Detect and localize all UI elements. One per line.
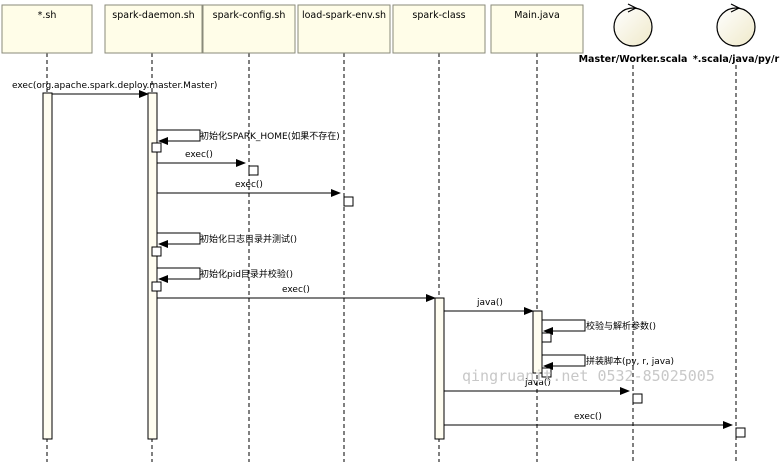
participant-label: *.scala/java/py/r: [693, 54, 780, 65]
self-message-arrow[interactable]: [157, 232, 201, 248]
message-label: 初始化日志目录并测试(): [200, 233, 297, 245]
participant-label: load-spark-env.sh: [302, 10, 386, 21]
activation-bar-class[interactable]: [434, 297, 445, 440]
message-label: exec(): [574, 412, 602, 422]
message-label: 校验与解析参数(): [586, 320, 656, 332]
message-1[interactable]: exec(org.apache.spark.deploy.master.Mast…: [12, 81, 217, 98]
message-label: 初始化pid目录并校验(): [200, 268, 293, 280]
participant-label: spark-config.sh: [213, 10, 286, 21]
participant-daemon[interactable]: spark-daemon.sh: [104, 4, 203, 54]
message-label: exec(org.apache.spark.deploy.master.Mast…: [12, 81, 217, 91]
participant-label: Master/Worker.scala: [579, 54, 688, 65]
message-9[interactable]: 校验与解析参数(): [542, 319, 656, 335]
participant-master[interactable]: Master/Worker.scala: [579, 3, 688, 65]
participant-box-class[interactable]: [392, 4, 486, 54]
participant-other[interactable]: *.scala/java/py/r: [693, 3, 780, 65]
message-3[interactable]: exec(): [157, 150, 246, 167]
participant-main[interactable]: Main.java: [490, 4, 584, 54]
message-label: 拼装脚本(py, r, java): [586, 355, 674, 367]
participants-layer: *.sh spark-daemon.sh spark-config.sh load-s…: [1, 3, 780, 65]
self-message-arrow[interactable]: [157, 129, 201, 145]
activation-box[interactable]: [151, 281, 162, 292]
message-2[interactable]: 初始化SPARK_HOME(如果不存在): [157, 129, 340, 145]
participant-config[interactable]: spark-config.sh: [202, 4, 296, 54]
message-label: java(): [524, 378, 551, 388]
message-7[interactable]: exec(): [157, 285, 436, 302]
message-label: exec(): [282, 285, 310, 295]
participant-class[interactable]: spark-class: [392, 4, 486, 54]
participant-label: spark-class: [412, 10, 465, 21]
message-8[interactable]: java(): [444, 298, 534, 315]
participant-label: *.sh: [38, 10, 57, 21]
messages-layer: exec(org.apache.spark.deploy.master.Mast…: [12, 81, 733, 429]
participant-box-main[interactable]: [490, 4, 584, 54]
message-10[interactable]: 拼装脚本(py, r, java): [542, 354, 674, 370]
control-arrow-icon: [730, 3, 741, 13]
message-label: java(): [476, 298, 503, 308]
activation-bar-daemon[interactable]: [147, 92, 158, 440]
activation-box[interactable]: [343, 196, 354, 207]
activation-box[interactable]: [632, 393, 643, 404]
participant-box-config[interactable]: [202, 4, 296, 54]
participant-label: spark-daemon.sh: [112, 10, 194, 21]
message-11[interactable]: java(): [444, 378, 630, 395]
self-message-arrow[interactable]: [157, 267, 201, 283]
participant-sh[interactable]: *.sh: [1, 4, 93, 54]
watermark-text: qingruanit.net 0532-85025005: [462, 367, 715, 385]
activation-bar-sh[interactable]: [42, 92, 53, 440]
participant-label: Main.java: [514, 10, 560, 21]
message-label: exec(): [185, 150, 213, 160]
participant-loadenv[interactable]: load-spark-env.sh: [297, 4, 391, 54]
activation-box[interactable]: [151, 142, 162, 153]
activation-bar-main[interactable]: [532, 310, 543, 374]
participant-box-daemon[interactable]: [104, 4, 203, 54]
activation-box[interactable]: [248, 165, 259, 176]
participant-box-sh[interactable]: [1, 4, 93, 54]
activations-layer: [42, 92, 746, 440]
activation-box[interactable]: [735, 427, 746, 438]
message-label: exec(): [235, 180, 263, 190]
self-message-arrow[interactable]: [542, 319, 586, 335]
message-5[interactable]: 初始化日志目录并测试(): [157, 232, 297, 248]
message-4[interactable]: exec(): [157, 180, 341, 197]
participant-box-loadenv[interactable]: [297, 4, 391, 54]
activation-box[interactable]: [541, 332, 552, 343]
control-circle-icon[interactable]: [716, 7, 756, 47]
control-arrow-icon: [627, 3, 638, 13]
control-circle-icon[interactable]: [613, 7, 653, 47]
message-12[interactable]: exec(): [444, 412, 733, 429]
activation-box[interactable]: [151, 246, 162, 257]
message-label: 初始化SPARK_HOME(如果不存在): [200, 130, 340, 142]
self-message-arrow[interactable]: [542, 354, 586, 370]
message-6[interactable]: 初始化pid目录并校验(): [157, 267, 293, 283]
